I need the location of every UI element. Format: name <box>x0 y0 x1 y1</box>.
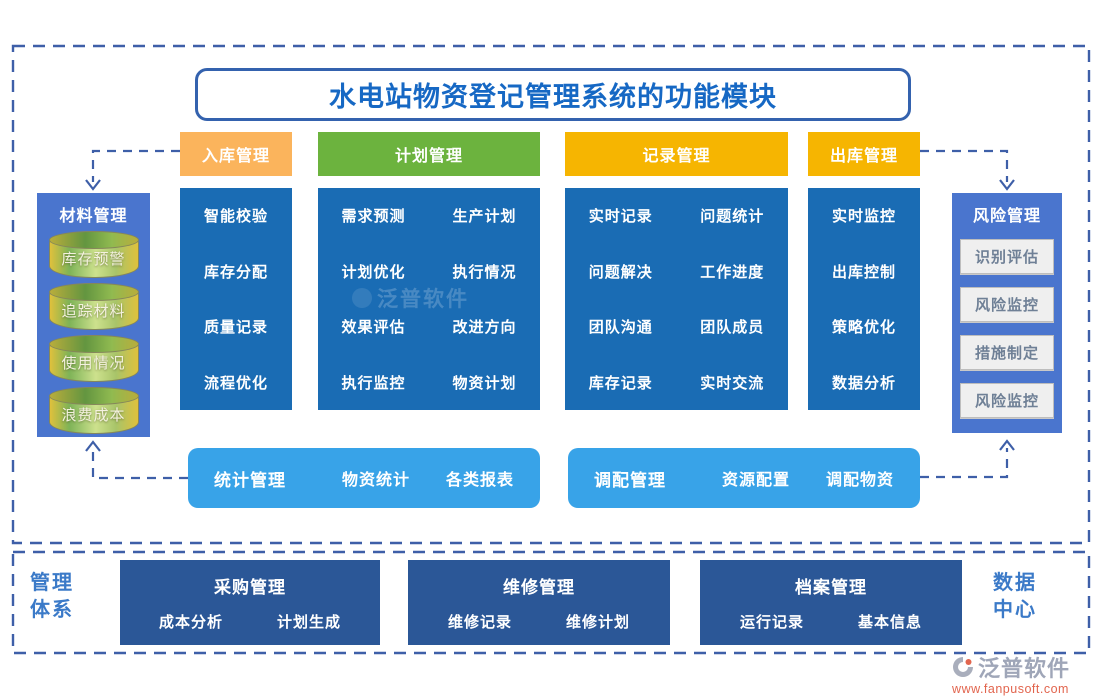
statistics-management-bar: 统计管理 物资统计 各类报表 <box>188 448 540 508</box>
module-item: 出库控制 <box>831 263 896 281</box>
box-item: 计划生成 <box>277 614 342 631</box>
risk-item-button: 风险监控 <box>960 383 1054 418</box>
database-cylinder-icon: 使用情况 <box>48 335 139 382</box>
box-title: 维修管理 <box>503 578 575 597</box>
dispatch-management-bar: 调配管理 资源配置 调配物资 <box>568 448 920 508</box>
data-center-label: 数据中心 <box>993 572 1037 621</box>
column-outbound: 实时监控 出库控制 策略优化 数据分析 <box>808 188 920 410</box>
module-item: 库存记录 <box>588 374 653 392</box>
module-item: 物资计划 <box>452 374 517 392</box>
module-item: 数据分析 <box>831 374 896 392</box>
header-label: 记录管理 <box>642 148 711 165</box>
bar-item: 物资统计 <box>341 472 410 489</box>
header-inbound-management: 入库管理 <box>180 132 292 176</box>
connector-outbound-to-risk <box>920 149 1009 182</box>
risk-item-button: 措施制定 <box>960 335 1054 370</box>
module-item: 效果评估 <box>341 319 406 337</box>
panel-title: 风险管理 <box>972 208 1041 225</box>
box-item: 维修记录 <box>447 614 512 631</box>
module-item: 团队沟通 <box>588 319 653 337</box>
risk-item-button: 识别评估 <box>960 239 1054 274</box>
box-items: 成本分析 计划生成 <box>159 611 341 632</box>
watermark-text: 泛普软件 <box>377 288 469 311</box>
header-record-management: 记录管理 <box>565 132 788 176</box>
connector-inbound-to-material <box>91 149 180 182</box>
module-item: 执行情况 <box>452 263 517 281</box>
fanpu-logo-icon <box>952 657 973 677</box>
page-title: 水电站物资登记管理系统的功能模块 <box>329 82 777 112</box>
header-outbound-management: 出库管理 <box>808 132 920 176</box>
module-item: 库存分配 <box>203 263 268 281</box>
column-record: 实时记录 问题统计 问题解决 工作进度 团队沟通 团队成员 库存记录 实时交流 <box>565 188 788 410</box>
module-item: 策略优化 <box>831 319 896 337</box>
module-item: 团队成员 <box>700 319 765 337</box>
module-item: 执行监控 <box>341 374 406 392</box>
module-item: 问题解决 <box>588 263 653 281</box>
procurement-management-box: 采购管理 成本分析 计划生成 <box>120 560 380 645</box>
arrowhead-up-icon <box>85 440 101 452</box>
diagram-title-box: 水电站物资登记管理系统的功能模块 <box>195 68 911 121</box>
box-item: 基本信息 <box>858 614 923 631</box>
module-item: 实时交流 <box>700 374 765 392</box>
header-label: 入库管理 <box>201 148 270 165</box>
module-item: 质量记录 <box>203 319 268 337</box>
brand-footer: 泛普软件 www.fanpusoft.com <box>928 651 1093 696</box>
module-item: 流程优化 <box>203 374 268 392</box>
module-item: 智能校验 <box>203 208 268 226</box>
header-plan-management: 计划管理 <box>318 132 540 176</box>
module-item: 实时记录 <box>588 208 653 226</box>
bar-title: 调配管理 <box>594 470 666 490</box>
module-item: 改进方向 <box>452 319 517 337</box>
archive-management-box: 档案管理 运行记录 基本信息 <box>700 560 962 645</box>
box-title: 档案管理 <box>795 578 867 597</box>
bar-title: 统计管理 <box>214 470 286 490</box>
box-item: 运行记录 <box>739 614 804 631</box>
module-item: 问题统计 <box>700 208 765 226</box>
arrowhead-up-icon <box>999 439 1015 451</box>
header-label: 出库管理 <box>829 148 898 165</box>
module-item: 生产计划 <box>452 208 517 226</box>
bar-item: 调配物资 <box>825 472 894 489</box>
box-items: 维修记录 维修计划 <box>448 611 630 632</box>
watermark-logo-icon <box>352 288 372 308</box>
panel-title: 材料管理 <box>59 208 128 225</box>
module-item: 工作进度 <box>700 263 765 281</box>
module-item: 需求预测 <box>341 208 406 226</box>
bar-items: 物资统计 各类报表 <box>342 466 540 490</box>
cylinder-label: 库存预警 <box>61 251 126 268</box>
maintenance-management-box: 维修管理 维修记录 维修计划 <box>408 560 670 645</box>
brand-name: 泛普软件 <box>977 656 1070 681</box>
bar-items: 资源配置 调配物资 <box>722 466 920 490</box>
column-plan: 需求预测 生产计划 计划优化 执行情况 效果评估 改进方向 执行监控 物资计划 <box>318 188 540 410</box>
cylinder-label: 使用情况 <box>61 355 126 372</box>
brand-row: 泛普软件 <box>951 651 1070 683</box>
module-item: 实时监控 <box>831 208 896 226</box>
bar-item: 资源配置 <box>721 472 790 489</box>
cylinder-label: 浪费成本 <box>61 407 126 424</box>
database-cylinder-icon: 追踪材料 <box>48 283 139 330</box>
header-label: 计划管理 <box>394 148 463 165</box>
risk-management-panel: 风险管理 识别评估 风险监控 措施制定 风险监控 <box>952 193 1062 433</box>
watermark: 泛普软件 <box>352 283 469 313</box>
column-inbound: 智能校验 库存分配 质量记录 流程优化 <box>180 188 292 410</box>
brand-url: www.fanpusoft.com <box>952 682 1069 696</box>
bar-item: 各类报表 <box>445 472 514 489</box>
box-items: 运行记录 基本信息 <box>740 611 922 632</box>
connector-stat-to-material <box>91 449 188 480</box>
database-cylinder-icon: 库存预警 <box>48 231 139 278</box>
material-management-panel: 材料管理 库存预警 追踪材料 使用情况 浪费成本 <box>37 193 150 437</box>
connector-dispatch-to-risk <box>920 448 1009 479</box>
database-cylinder-icon: 浪费成本 <box>48 387 139 434</box>
module-item: 计划优化 <box>341 263 406 281</box>
box-item: 维修计划 <box>566 614 631 631</box>
arrowhead-down-icon <box>999 179 1015 191</box>
management-system-label: 管理体系 <box>30 572 74 621</box>
box-title: 采购管理 <box>214 578 286 597</box>
risk-item-button: 风险监控 <box>960 287 1054 322</box>
cylinder-label: 追踪材料 <box>61 303 126 320</box>
arrowhead-down-icon <box>85 179 101 191</box>
box-item: 成本分析 <box>158 614 223 631</box>
